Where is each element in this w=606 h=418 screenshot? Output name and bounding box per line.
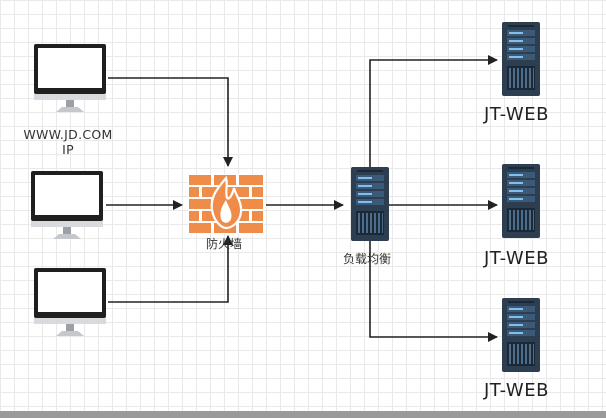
connector-lb-server1: [369, 55, 498, 167]
server-label: JT-WEB: [484, 248, 549, 269]
load-balancer-label: 负载均衡: [343, 252, 392, 266]
server-label: JT-WEB: [484, 104, 549, 125]
monitor-icon[interactable]: [31, 171, 103, 239]
firewall-icon[interactable]: [188, 174, 264, 234]
bottom-scrollbar[interactable]: [0, 411, 606, 418]
connector-client1-firewall: [108, 77, 233, 167]
connector-lb-server3: [369, 241, 498, 342]
connector-client3-firewall: [108, 235, 233, 303]
clients-label-line1: WWW.JD.COM: [23, 127, 113, 142]
server-label: JT-WEB: [484, 380, 549, 401]
clients-label: WWW.JD.COM IP: [14, 127, 122, 157]
clients-label-line2: IP: [62, 142, 74, 157]
monitor-icon[interactable]: [34, 268, 106, 336]
server-rack-icon[interactable]: [502, 298, 540, 372]
server-rack-icon[interactable]: [351, 167, 389, 241]
server-rack-icon[interactable]: [502, 22, 540, 96]
monitor-icon[interactable]: [34, 44, 106, 112]
firewall-label: 防火墙: [206, 237, 243, 251]
server-rack-icon[interactable]: [502, 164, 540, 238]
